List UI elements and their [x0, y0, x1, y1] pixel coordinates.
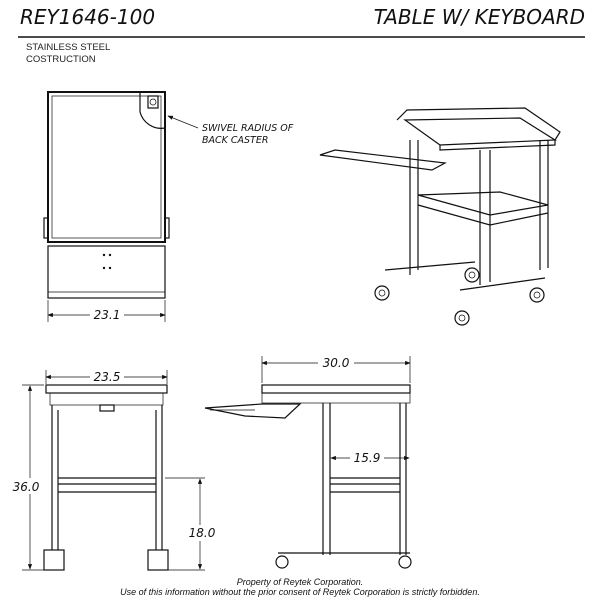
top-width-dimension: 23.1 [94, 308, 121, 322]
front-width-dimension: 23.5 [94, 370, 121, 384]
material-note-line1: STAINLESS STEEL [26, 42, 110, 53]
caster-swivel-detail [139, 92, 166, 129]
callout-leader [167, 115, 199, 129]
side-view [204, 384, 412, 569]
shelf-height-dimension: 18.0 [189, 526, 216, 540]
drawing-title: TABLE W/ KEYBOARD [374, 5, 585, 29]
callout-line1: SWIVEL RADIUS OF [202, 123, 294, 134]
isometric-view [319, 107, 561, 326]
material-note-line2: COSTRUCTION [26, 54, 96, 65]
front-view [43, 384, 169, 571]
keyboard-offset-dimension: 15.9 [354, 451, 381, 465]
callout-line2: BACK CASTER [202, 135, 268, 146]
top-view [43, 91, 170, 299]
footer-line2: Use of this information without the prio… [120, 587, 480, 597]
part-number: REY1646-100 [20, 5, 155, 29]
height-dimension: 36.0 [13, 480, 40, 494]
footer-line1: Property of Reytek Corporation. [237, 577, 364, 587]
side-width-dimension: 30.0 [323, 356, 350, 370]
